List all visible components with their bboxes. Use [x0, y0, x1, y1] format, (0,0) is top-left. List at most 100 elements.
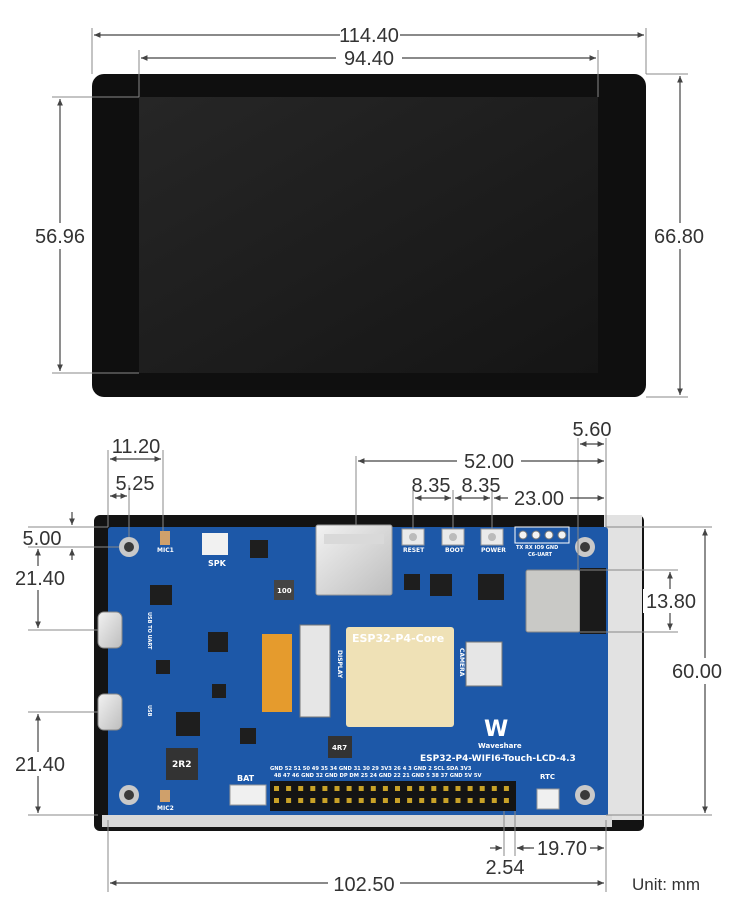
- dim-23-00: 23.00: [514, 488, 564, 510]
- usb-label: USB: [146, 705, 152, 717]
- gpio-pin: [334, 798, 340, 803]
- gpio-pin: [443, 798, 449, 803]
- inductor-100: [274, 580, 294, 600]
- mic2-label: MIC2: [157, 805, 174, 812]
- gpio-pin: [491, 798, 497, 803]
- boot-label: BOOT: [445, 547, 465, 554]
- gpio-pin: [274, 786, 279, 791]
- gpio-pin: [310, 786, 316, 791]
- gpio-pin: [467, 798, 473, 803]
- camera-label: CAMERA: [458, 648, 465, 677]
- mic1-label: MIC1: [157, 547, 174, 554]
- gpio-pin: [443, 786, 449, 791]
- uart-pin-labels: TX RX IO9 GND: [516, 545, 558, 551]
- front-view: 114.40 94.40 56.96 66.80: [30, 22, 710, 398]
- mic1-component: [160, 531, 170, 545]
- usb-c-port-uart: [97, 611, 123, 649]
- gpio-pin: [431, 798, 437, 803]
- rear-fpc-connector: [580, 568, 606, 634]
- gpio-pin: [298, 786, 304, 791]
- brand-label: Waveshare: [478, 742, 522, 750]
- gpio-pin: [503, 798, 509, 803]
- reset-label: RESET: [403, 547, 425, 554]
- battery-connector: [229, 784, 267, 806]
- inductor-4r7: [328, 736, 352, 758]
- gpio-pin: [419, 786, 425, 791]
- camera-fpc-connector: [465, 641, 503, 687]
- gpio-pin: [322, 798, 328, 803]
- front-active-area: [139, 97, 598, 373]
- gpio-pin: [286, 786, 292, 791]
- uart-name-label: C6-UART: [528, 552, 553, 558]
- rtc-label: RTC: [540, 773, 555, 781]
- gpio-pin: [455, 786, 461, 791]
- inductor-100-label: 100: [277, 587, 292, 595]
- gpio-pin: [382, 798, 388, 803]
- mounting-holes: [119, 537, 595, 805]
- inductor-2r2-label: 2R2: [172, 760, 191, 770]
- gpio-pin: [298, 798, 304, 803]
- gpio-pin: [274, 798, 279, 803]
- display-fpc-connector: [299, 624, 331, 718]
- boot-button: [441, 528, 465, 546]
- gpio-pin: [346, 798, 352, 803]
- gpio-pin: [407, 798, 413, 803]
- gpio-pin: [479, 798, 485, 803]
- c6-uart-header: [514, 526, 570, 544]
- gpio-pin: [334, 786, 340, 791]
- gpio-pin: [407, 786, 413, 791]
- spk-label: SPK: [208, 559, 227, 568]
- dim-left-11-20: 11.20: [112, 436, 161, 458]
- rtc-connector: [536, 788, 560, 810]
- speaker-connector: [202, 533, 228, 555]
- gpio-pin: [358, 798, 364, 803]
- dim-left-5-25: 5.25: [116, 473, 155, 495]
- back-view: MIC1 MIC2 SPK RESET BOOT POWER TX RX IO: [14, 419, 728, 896]
- dim-52-00: 52.00: [464, 451, 514, 473]
- dim-button-pitch-2: 8.35: [462, 475, 501, 497]
- gpio-pin: [491, 786, 497, 791]
- gpio-pin-header: [270, 781, 516, 811]
- gpio-pin: [419, 798, 425, 803]
- gpio-pin: [346, 786, 352, 791]
- usb-uart-label: USB TO UART: [146, 612, 152, 650]
- gpio-pin: [286, 798, 292, 803]
- gpio-pin: [322, 786, 328, 791]
- dim-top-5-00: 5.00: [23, 528, 62, 550]
- dim-19-70: 19.70: [537, 838, 587, 860]
- dim-front-active-height: 56.96: [35, 226, 85, 248]
- gpio-pin: [479, 786, 485, 791]
- display-label: DISPLAY: [336, 650, 343, 679]
- dim-button-pitch-1: 8.35: [412, 475, 451, 497]
- gpio-pin: [370, 798, 376, 803]
- dim-front-outer-width: 114.40: [339, 25, 399, 47]
- inductor-4r7-label: 4R7: [332, 744, 347, 752]
- dim-102-50: 102.50: [333, 874, 394, 896]
- gpio-pin: [503, 786, 509, 791]
- wifi6-module: [525, 569, 581, 633]
- reset-button: [401, 528, 425, 546]
- power-label: POWER: [481, 547, 506, 554]
- misc-ics: [150, 540, 504, 744]
- dim-13-80: 13.80: [646, 591, 696, 613]
- gpio-pin: [382, 786, 388, 791]
- dim-60-00: 60.00: [672, 661, 722, 683]
- usb-c-port-main: [97, 693, 123, 731]
- gpio-pin: [395, 786, 400, 791]
- dim-usb-spacing-top: 21.40: [15, 568, 65, 590]
- gpio-pin: [455, 798, 461, 803]
- core-module-title: ESP32-P4-Core: [352, 632, 444, 645]
- gpio-pin: [467, 786, 473, 791]
- unit-label: Unit: mm: [632, 875, 700, 894]
- dim-front-outer-height: 66.80: [654, 226, 704, 248]
- dim-2-54: 2.54: [486, 857, 525, 879]
- header-bottom-row-labels: 48 47 46 GND 32 GND DP DM 25 24 GND 22 2…: [274, 773, 481, 779]
- gpio-pin: [370, 786, 376, 791]
- gpio-pins: [274, 786, 509, 803]
- board-name-label: ESP32-P4-WIFI6-Touch-LCD-4.3: [420, 754, 576, 764]
- bat-label: BAT: [237, 774, 255, 783]
- esp32-p4-core-module: [346, 627, 454, 727]
- gpio-pin: [358, 786, 364, 791]
- waveshare-logo: W: [484, 717, 508, 742]
